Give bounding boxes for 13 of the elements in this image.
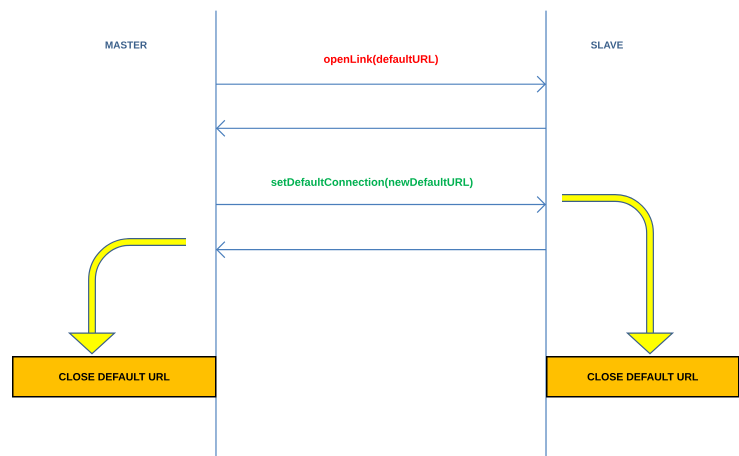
edge-label: setDefaultConnection(newDefaultURL) — [270, 176, 474, 190]
edge-label: openLink(defaultURL) — [322, 54, 440, 66]
lane-title: SLAVE — [591, 41, 623, 49]
action-box: CLOSE DEFAULT URL — [12, 356, 216, 398]
lifeline — [545, 10, 547, 456]
message-arrow — [216, 120, 546, 137]
message-arrow — [216, 76, 546, 93]
lane-title: MASTER — [106, 41, 147, 49]
action-box: CLOSE DEFAULT URL — [546, 356, 739, 398]
curved-arrow — [562, 194, 674, 354]
message-arrow — [216, 241, 546, 258]
message-arrow — [216, 196, 546, 213]
lifeline — [215, 10, 217, 456]
